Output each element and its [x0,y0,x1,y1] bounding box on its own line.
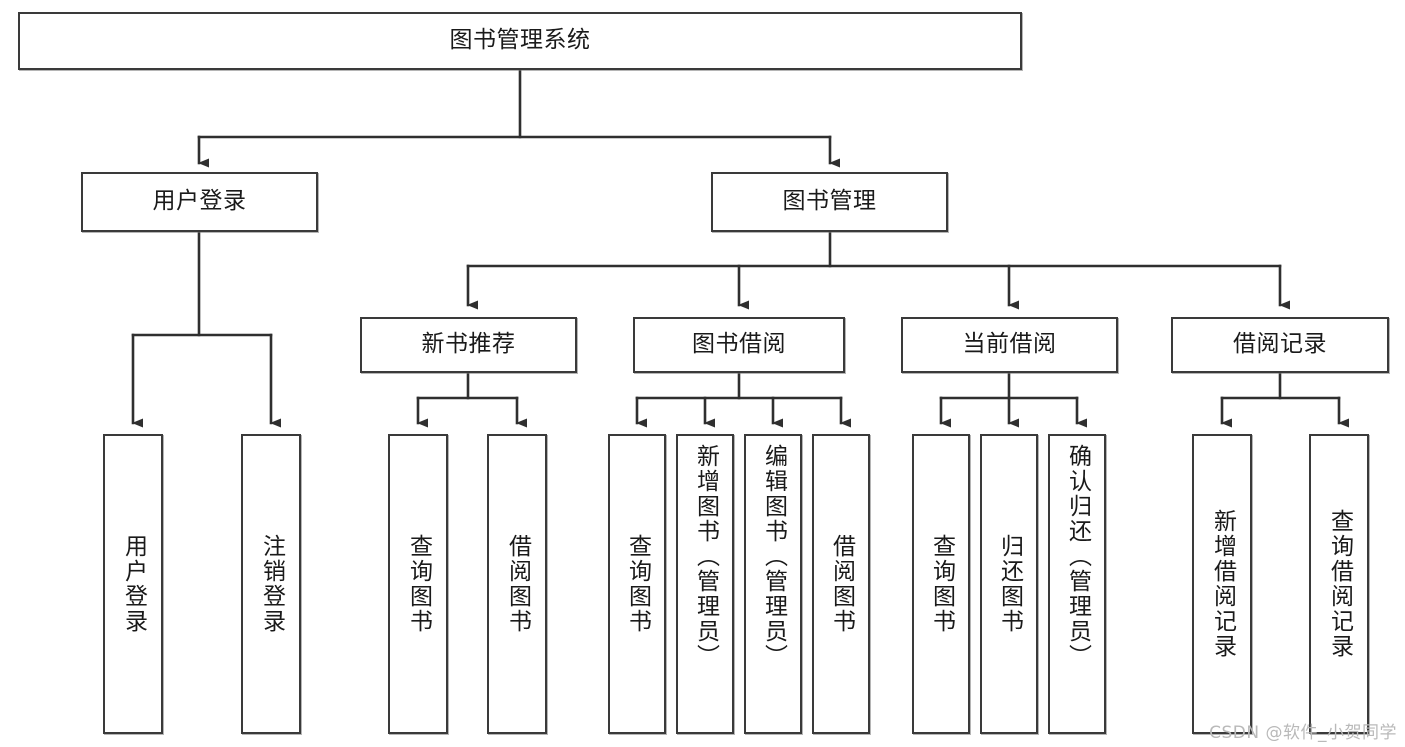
csdn-watermark: CSDN @软件_小贺同学 [1209,723,1397,743]
leaf-current-confirm-return-admin[interactable]: 确认归还（管理员） [1048,434,1106,734]
node-user-login[interactable]: 用户登录 [81,172,318,232]
leaf-borrow-borrow-book[interactable]: 借阅图书 [812,434,870,734]
node-label: 借阅记录 [1233,331,1327,358]
leaf-borrow-query-book[interactable]: 查询图书 [608,434,666,734]
node-label: 用户登录 [152,188,247,215]
leaf-user-login-logout[interactable]: 注销登录 [241,434,301,734]
node-label: 新书推荐 [421,331,516,358]
node-current-borrow[interactable]: 当前借阅 [901,317,1118,373]
node-label: 查询图书 [624,534,651,634]
node-label: 借阅图书 [504,534,531,634]
node-label: 图书借阅 [692,331,786,358]
node-label: 查询借阅记录 [1326,509,1353,659]
node-label: 新增图书（管理员） [692,444,719,669]
node-label: 确认归还（管理员） [1064,444,1091,669]
leaf-current-return-book[interactable]: 归还图书 [980,434,1038,734]
node-label: 借阅图书 [828,534,855,634]
node-root-system[interactable]: 图书管理系统 [18,12,1022,70]
leaf-borrow-edit-book-admin[interactable]: 编辑图书（管理员） [744,434,802,734]
node-label: 图书管理系统 [449,27,591,54]
leaf-new-book-borrow[interactable]: 借阅图书 [487,434,547,734]
node-new-book-recommend[interactable]: 新书推荐 [360,317,577,373]
leaf-user-login-login[interactable]: 用户登录 [103,434,163,734]
node-label: 查询图书 [928,534,955,634]
node-label: 归还图书 [996,534,1023,634]
leaf-current-query-book[interactable]: 查询图书 [912,434,970,734]
leaf-record-add-record[interactable]: 新增借阅记录 [1192,434,1252,734]
node-label: 用户登录 [120,534,147,634]
leaf-record-query-record[interactable]: 查询借阅记录 [1309,434,1369,734]
leaf-borrow-add-book-admin[interactable]: 新增图书（管理员） [676,434,734,734]
node-book-borrow[interactable]: 图书借阅 [633,317,845,373]
node-label: 查询图书 [405,534,432,634]
node-book-management[interactable]: 图书管理 [711,172,948,232]
node-label: 注销登录 [258,534,285,634]
node-label: 新增借阅记录 [1209,509,1236,659]
node-label: 图书管理 [782,188,877,215]
leaf-new-book-query[interactable]: 查询图书 [388,434,448,734]
node-label: 当前借阅 [962,331,1057,358]
node-borrow-record[interactable]: 借阅记录 [1171,317,1389,373]
node-label: 编辑图书（管理员） [760,444,787,669]
